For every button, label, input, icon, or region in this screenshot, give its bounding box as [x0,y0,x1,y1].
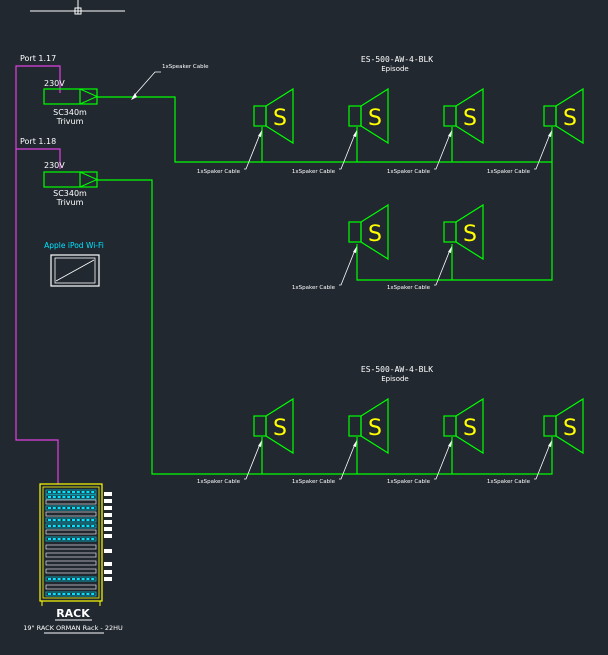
cable-leader: 1xSpaker Cable [387,440,452,485]
cable-leader: 1xSpaker Cable [197,440,262,485]
speaker-8[interactable]: S [348,397,389,455]
rack-tag [104,492,112,496]
cable-label: 1xSpaker Cable [387,285,431,291]
speaker-glyph: S [368,222,382,247]
rack-tag [104,506,112,510]
rack-unit [45,568,97,574]
cable-leader-top: 1xSpeaker Cable [131,64,209,100]
speaker-4[interactable]: S [543,87,584,145]
cable-leader: 1xSpaker Cable [292,130,357,175]
port-label-1-18: Port 1.18 [20,137,56,146]
speaker-10[interactable]: S [543,397,584,455]
port-label-1-17: Port 1.17 [20,54,56,63]
rack-unit [45,511,97,517]
speaker-glyph: S [463,222,477,247]
rack-unit [45,536,97,542]
amplifier-1[interactable]: 230V SC340m Trivum [43,79,99,126]
speaker-glyph: S [273,416,287,441]
speaker-glyph: S [273,106,287,131]
rack-unit [45,584,97,590]
zone-2-brand: Episode [381,375,409,383]
rack-units [45,489,97,597]
cable-leader: 1xSpaker Cable [487,440,552,485]
speaker-6[interactable]: S [443,203,484,261]
speaker-1[interactable]: S [253,87,294,145]
ipod-label: Apple iPod Wi-Fi [44,241,104,250]
ipod-device[interactable]: Apple iPod Wi-Fi [44,241,104,287]
rack-unit [45,517,97,523]
cursor-crosshair [30,0,125,15]
cable-leader: 1xSpaker Cable [387,130,452,175]
cable-leader: 1xSpaker Cable [487,130,552,175]
cable-label: 1xSpaker Cable [487,479,531,485]
rack-unit [45,552,97,558]
rack-unit [45,591,97,597]
rack-tag [104,549,112,553]
amplifier-brand: Trivum [56,198,84,207]
rack-unit [45,494,97,500]
rack-cabinet[interactable] [39,483,112,606]
rack-tag [104,520,112,524]
rack-title: RACK [56,607,90,620]
amplifier-model: SC340m [53,108,87,117]
rack-tag [104,570,112,574]
zone-1-brand: Episode [381,65,409,73]
amplifier-model: SC340m [53,189,87,198]
rack-unit [45,489,97,495]
speaker-glyph: S [563,106,577,131]
cable-label: 1xSpaker Cable [292,169,336,175]
speaker-7[interactable]: S [253,397,294,455]
amplifier-brand: Trivum [56,117,84,126]
speaker-9[interactable]: S [443,397,484,455]
rack-unit [45,505,97,511]
cable-label: 1xSpaker Cable [487,169,531,175]
rack-tag [104,527,112,531]
speaker-2[interactable]: S [348,87,389,145]
rack-tag [104,577,112,581]
rack-subtitle: 19" RACK ORMAN Rack - 22HU [23,624,123,632]
rack-unit [45,560,97,566]
rack-tag [104,499,112,503]
cable-leader: 1xSpaker Cable [387,246,452,291]
amplifier-voltage: 230V [44,161,65,170]
rack-unit [45,523,97,529]
rack-tag [104,513,112,517]
speaker-glyph: S [368,106,382,131]
zone-2-model: ES-500-AW-4-BLK [361,365,433,374]
rack-tag [104,562,112,566]
cable-label: 1xSpaker Cable [197,169,241,175]
speaker-5[interactable]: S [348,203,389,261]
cable-label: 1xSpaker Cable [292,285,336,291]
rack-side-tags [104,492,112,581]
rack-tag [104,534,112,538]
cable-label: 1xSpaker Cable [197,479,241,485]
cable-leader: 1xSpaker Cable [197,130,262,175]
rack-unit [45,499,97,505]
zone-1-model: ES-500-AW-4-BLK [361,55,433,64]
speaker-3[interactable]: S [443,87,484,145]
amplifier-2[interactable]: 230V SC340m Trivum [43,161,99,207]
cable-label-top: 1xSpeaker Cable [162,64,209,70]
cable-label: 1xSpaker Cable [387,479,431,485]
speaker-glyph: S [463,416,477,441]
amplifier-voltage: 230V [44,79,65,88]
rack-unit [45,576,97,582]
speaker-glyph: S [563,416,577,441]
speaker-wiring [97,96,553,475]
cable-label: 1xSpaker Cable [387,169,431,175]
rack-unit [45,529,97,535]
cable-label: 1xSpaker Cable [292,479,336,485]
cable-leader: 1xSpaker Cable [292,440,357,485]
speaker-glyph: S [368,416,382,441]
cable-leader: 1xSpaker Cable [292,246,357,291]
speaker-glyph: S [463,106,477,131]
rack-unit [45,544,97,550]
network-wiring [15,65,61,484]
